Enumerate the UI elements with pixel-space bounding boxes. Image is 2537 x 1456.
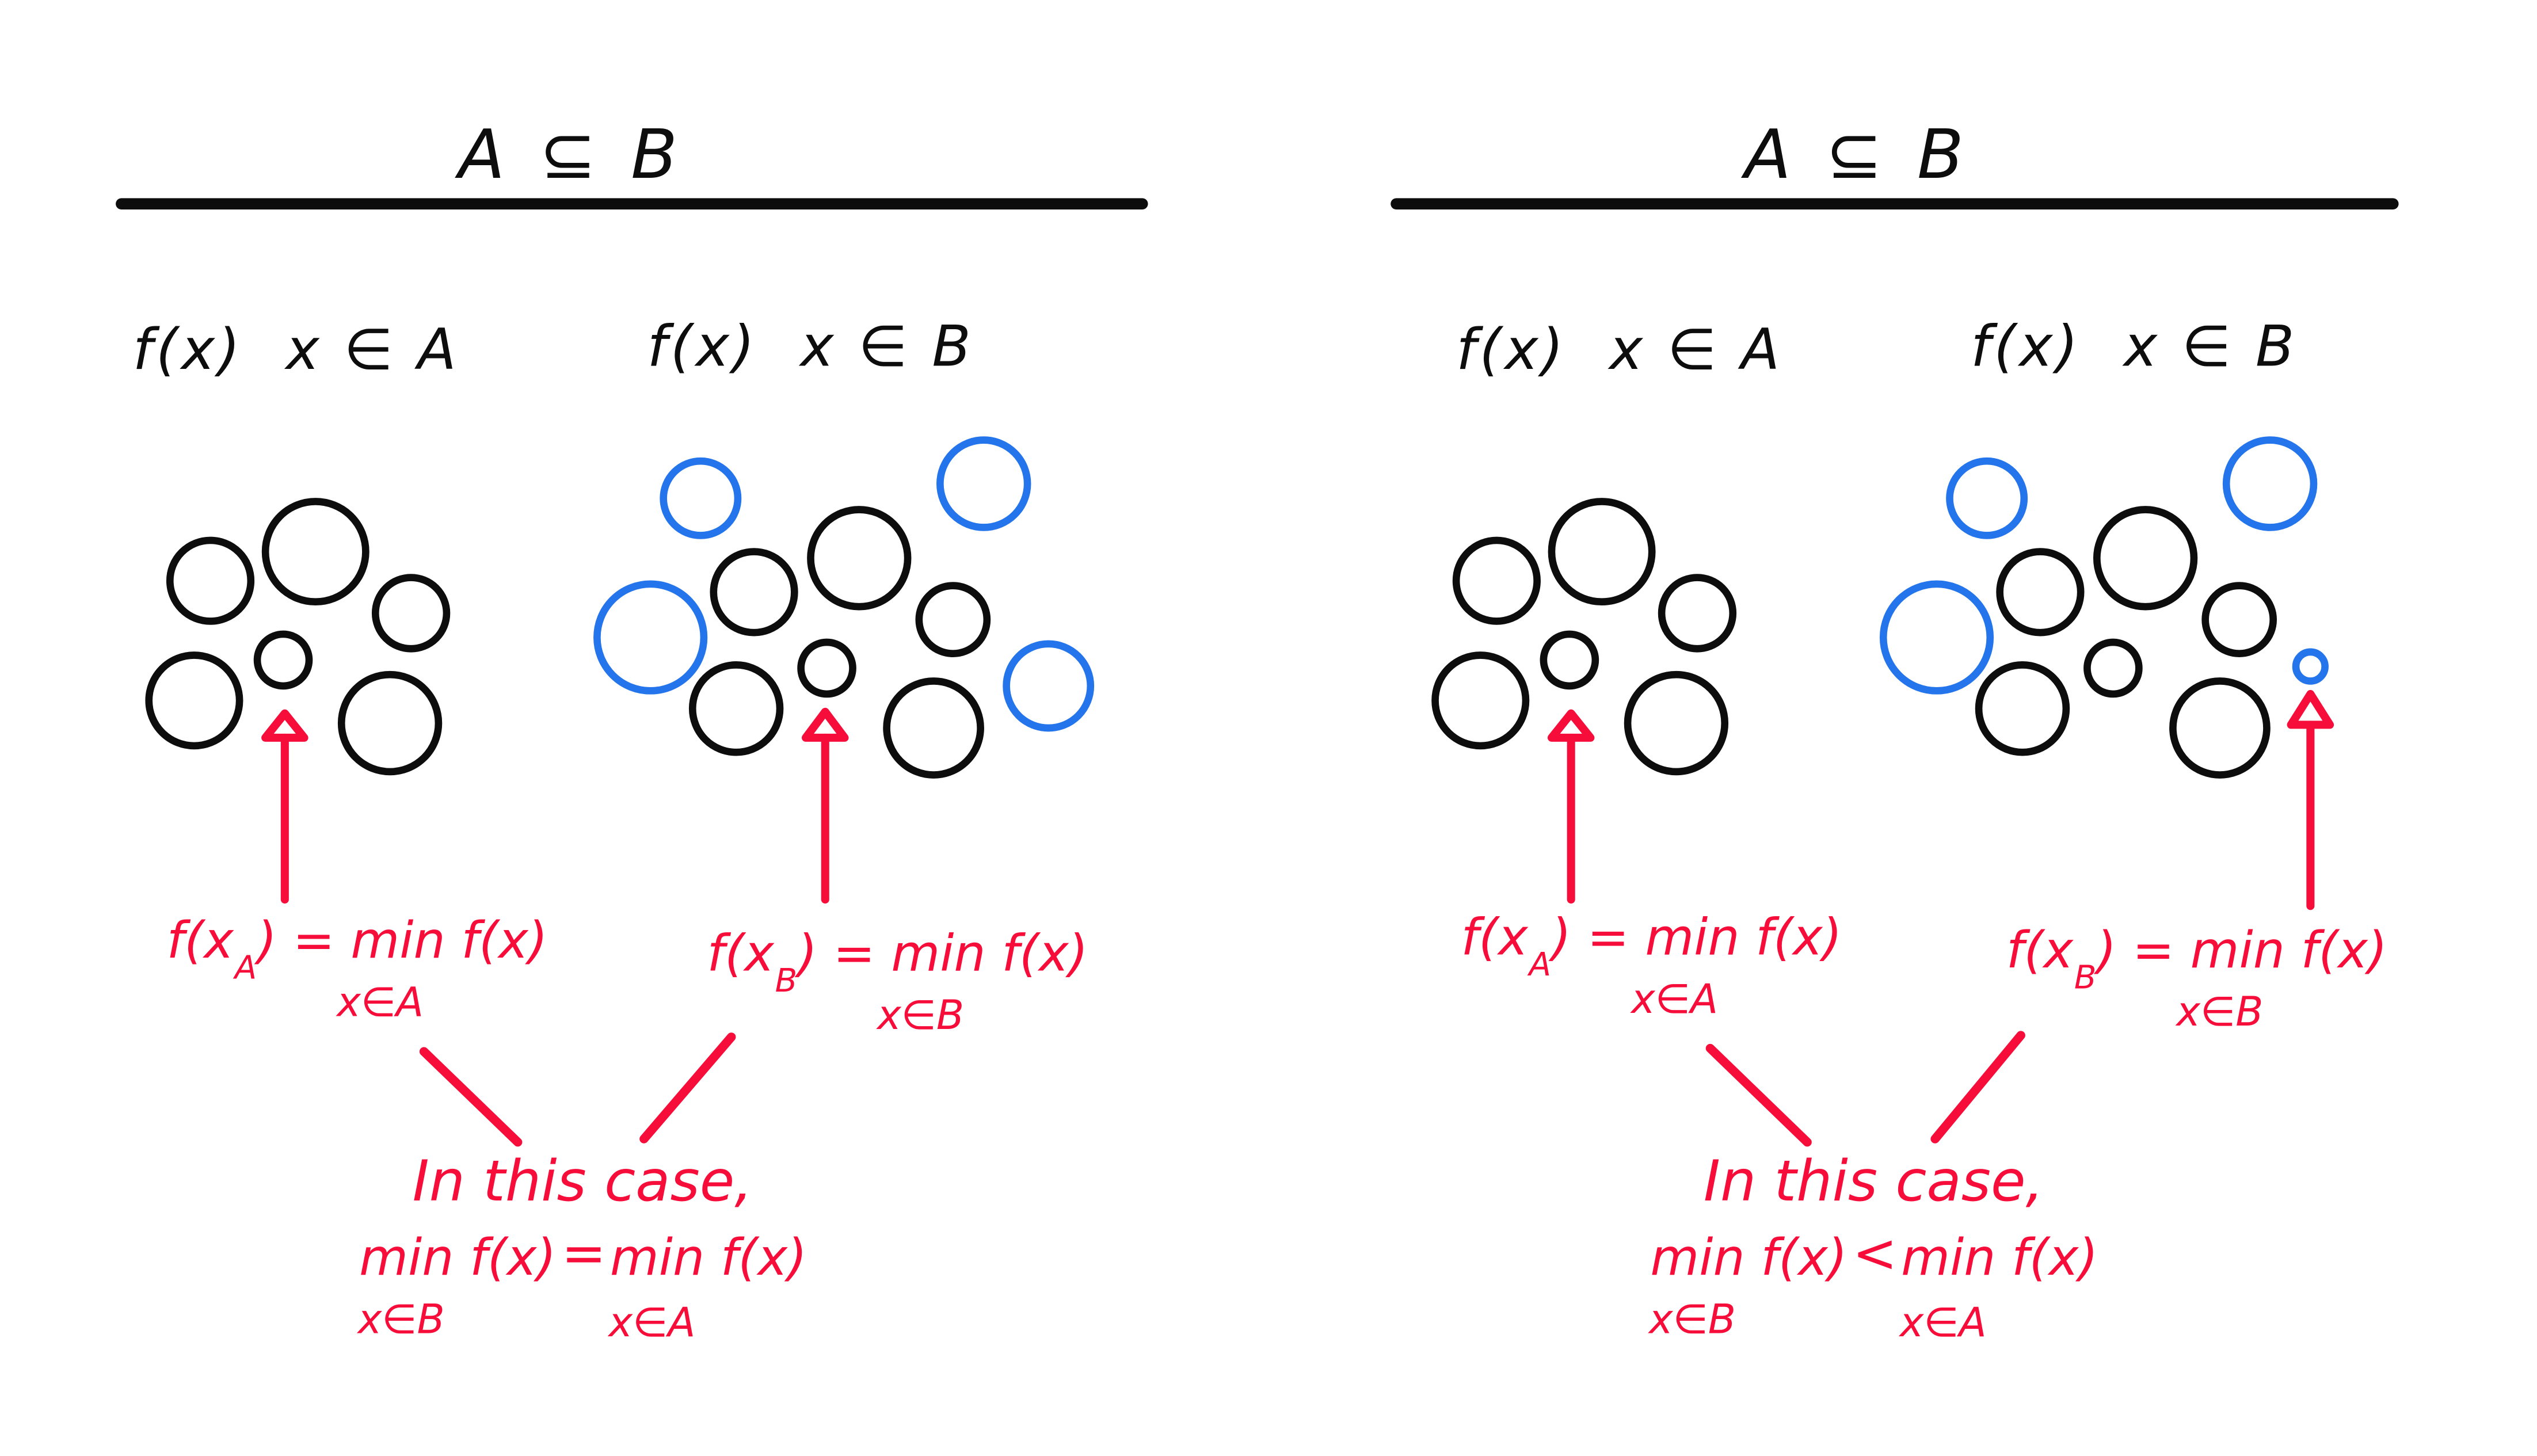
set-circle — [710, 548, 798, 636]
conclusion: In this case, min f(x) < min f(x) x∈B x∈… — [1648, 1149, 2098, 1346]
arrow-head — [2287, 689, 2334, 729]
set-circle — [1658, 574, 1737, 653]
subset-title: A ⊆ B — [454, 115, 684, 194]
formula-min-a-underscript: x∈A — [336, 978, 424, 1026]
arrow-head — [261, 709, 308, 742]
formula-min-b-pre: f(x — [707, 924, 775, 983]
conclusion-lhs: min f(x) — [359, 1228, 556, 1287]
set-circle — [337, 670, 443, 776]
set-circle — [2222, 436, 2318, 531]
conclusion-intro: In this case, — [1704, 1149, 2044, 1214]
set-circle — [1431, 651, 1530, 750]
connector-line — [1930, 1031, 2025, 1144]
set-circle — [936, 436, 1031, 531]
set-circle — [1452, 536, 1541, 625]
connector-lines — [1705, 1031, 2025, 1147]
set-circle — [688, 661, 784, 756]
set-a-circles — [1431, 498, 1737, 776]
formula-min-b-underscript: x∈B — [2175, 988, 2263, 1035]
set-circle — [166, 536, 255, 625]
set-circle — [2093, 506, 2198, 611]
set-circle — [1548, 498, 1656, 606]
conclusion-rhs: min f(x) — [1901, 1228, 2098, 1287]
min-circle — [797, 638, 856, 698]
formula-min-b-subscript: B — [2074, 959, 2097, 997]
formula-min-b-post: ) = min f(x) — [794, 924, 1088, 983]
formula-min-a-pre: f(x — [167, 911, 235, 970]
set-circle — [1003, 640, 1095, 732]
conclusion-relation: < — [1853, 1222, 1898, 1285]
set-circle — [2201, 582, 2277, 658]
formula-min-a-subscript: A — [233, 950, 257, 987]
formula-min-a-underscript: x∈A — [1630, 975, 1718, 1023]
set-a-label: f(x) x ∈ A — [133, 317, 460, 383]
set-circle — [2083, 638, 2143, 698]
arrow-head — [801, 707, 849, 742]
set-circle — [1879, 580, 1994, 695]
set-b-label: f(x) x ∈ B — [647, 314, 974, 379]
min-arrow-b — [2287, 689, 2334, 910]
conclusion-rhs: min f(x) — [610, 1228, 807, 1287]
conclusion-lhs-underscript: x∈B — [357, 1295, 445, 1343]
set-circle — [1624, 670, 1729, 776]
set-circle — [145, 651, 243, 750]
connector-line — [419, 1047, 523, 1147]
min-arrow-b — [801, 707, 849, 904]
min-circle — [253, 630, 313, 690]
connector-line — [1705, 1043, 1812, 1147]
panel-left: A ⊆ B f(x) x ∈ A f(x) x ∈ B f(x A ) = mi… — [116, 115, 1148, 1346]
min-circle — [1540, 630, 1599, 690]
conclusion-lhs-underscript: x∈B — [1648, 1295, 1736, 1343]
connector-lines — [419, 1032, 736, 1147]
conclusion-lhs: min f(x) — [1650, 1228, 1847, 1287]
formula-min-a-subscript: A — [1527, 946, 1551, 984]
min-circle — [2292, 648, 2329, 685]
formula-min-b-underscript: x∈B — [876, 992, 964, 1039]
formula-min-a: f(x A ) = min f(x) x∈A — [1461, 908, 1842, 1023]
formula-min-a-pre: f(x — [1461, 908, 1529, 967]
conclusion-rhs-underscript: x∈A — [608, 1299, 696, 1346]
set-b-label: f(x) x ∈ B — [1971, 314, 2298, 379]
set-circle — [660, 457, 742, 539]
set-circle — [1996, 548, 2085, 636]
set-circle — [883, 677, 984, 779]
set-circle — [371, 574, 451, 653]
connector-line — [639, 1032, 736, 1144]
conclusion-rhs-underscript: x∈A — [1899, 1299, 1987, 1346]
set-circle — [2169, 677, 2271, 779]
set-circle — [1975, 661, 2070, 756]
formula-min-b-pre: f(x — [2006, 921, 2074, 979]
set-circle — [593, 580, 708, 695]
set-circle — [1946, 457, 2028, 539]
min-arrow-a — [1547, 709, 1595, 904]
set-circle — [915, 582, 991, 658]
conclusion-relation: = — [562, 1222, 607, 1285]
set-a-circles — [145, 498, 451, 776]
conclusion: In this case, min f(x) = min f(x) x∈B x∈… — [357, 1149, 807, 1346]
formula-min-a-post: ) = min f(x) — [254, 911, 548, 970]
formula-min-b-subscript: B — [775, 962, 798, 1000]
set-circle — [261, 498, 369, 606]
min-arrow-a — [261, 709, 308, 904]
formula-min-a: f(x A ) = min f(x) x∈A — [167, 911, 548, 1026]
conclusion-intro: In this case, — [413, 1149, 753, 1214]
formula-min-a-post: ) = min f(x) — [1548, 908, 1842, 967]
set-b-circles — [1879, 436, 2329, 779]
formula-min-b: f(x B ) = min f(x) x∈B — [2006, 921, 2387, 1035]
subset-title: A ⊆ B — [1740, 115, 1970, 194]
set-a-label: f(x) x ∈ A — [1456, 317, 1783, 383]
panel-right: A ⊆ B f(x) x ∈ A f(x) x ∈ B f(x A ) = mi… — [1391, 115, 2399, 1346]
arrow-head — [1547, 709, 1595, 742]
formula-min-b-post: ) = min f(x) — [2093, 921, 2387, 979]
formula-min-b: f(x B ) = min f(x) x∈B — [707, 924, 1088, 1039]
set-circle — [807, 506, 912, 611]
set-b-circles — [593, 436, 1095, 779]
